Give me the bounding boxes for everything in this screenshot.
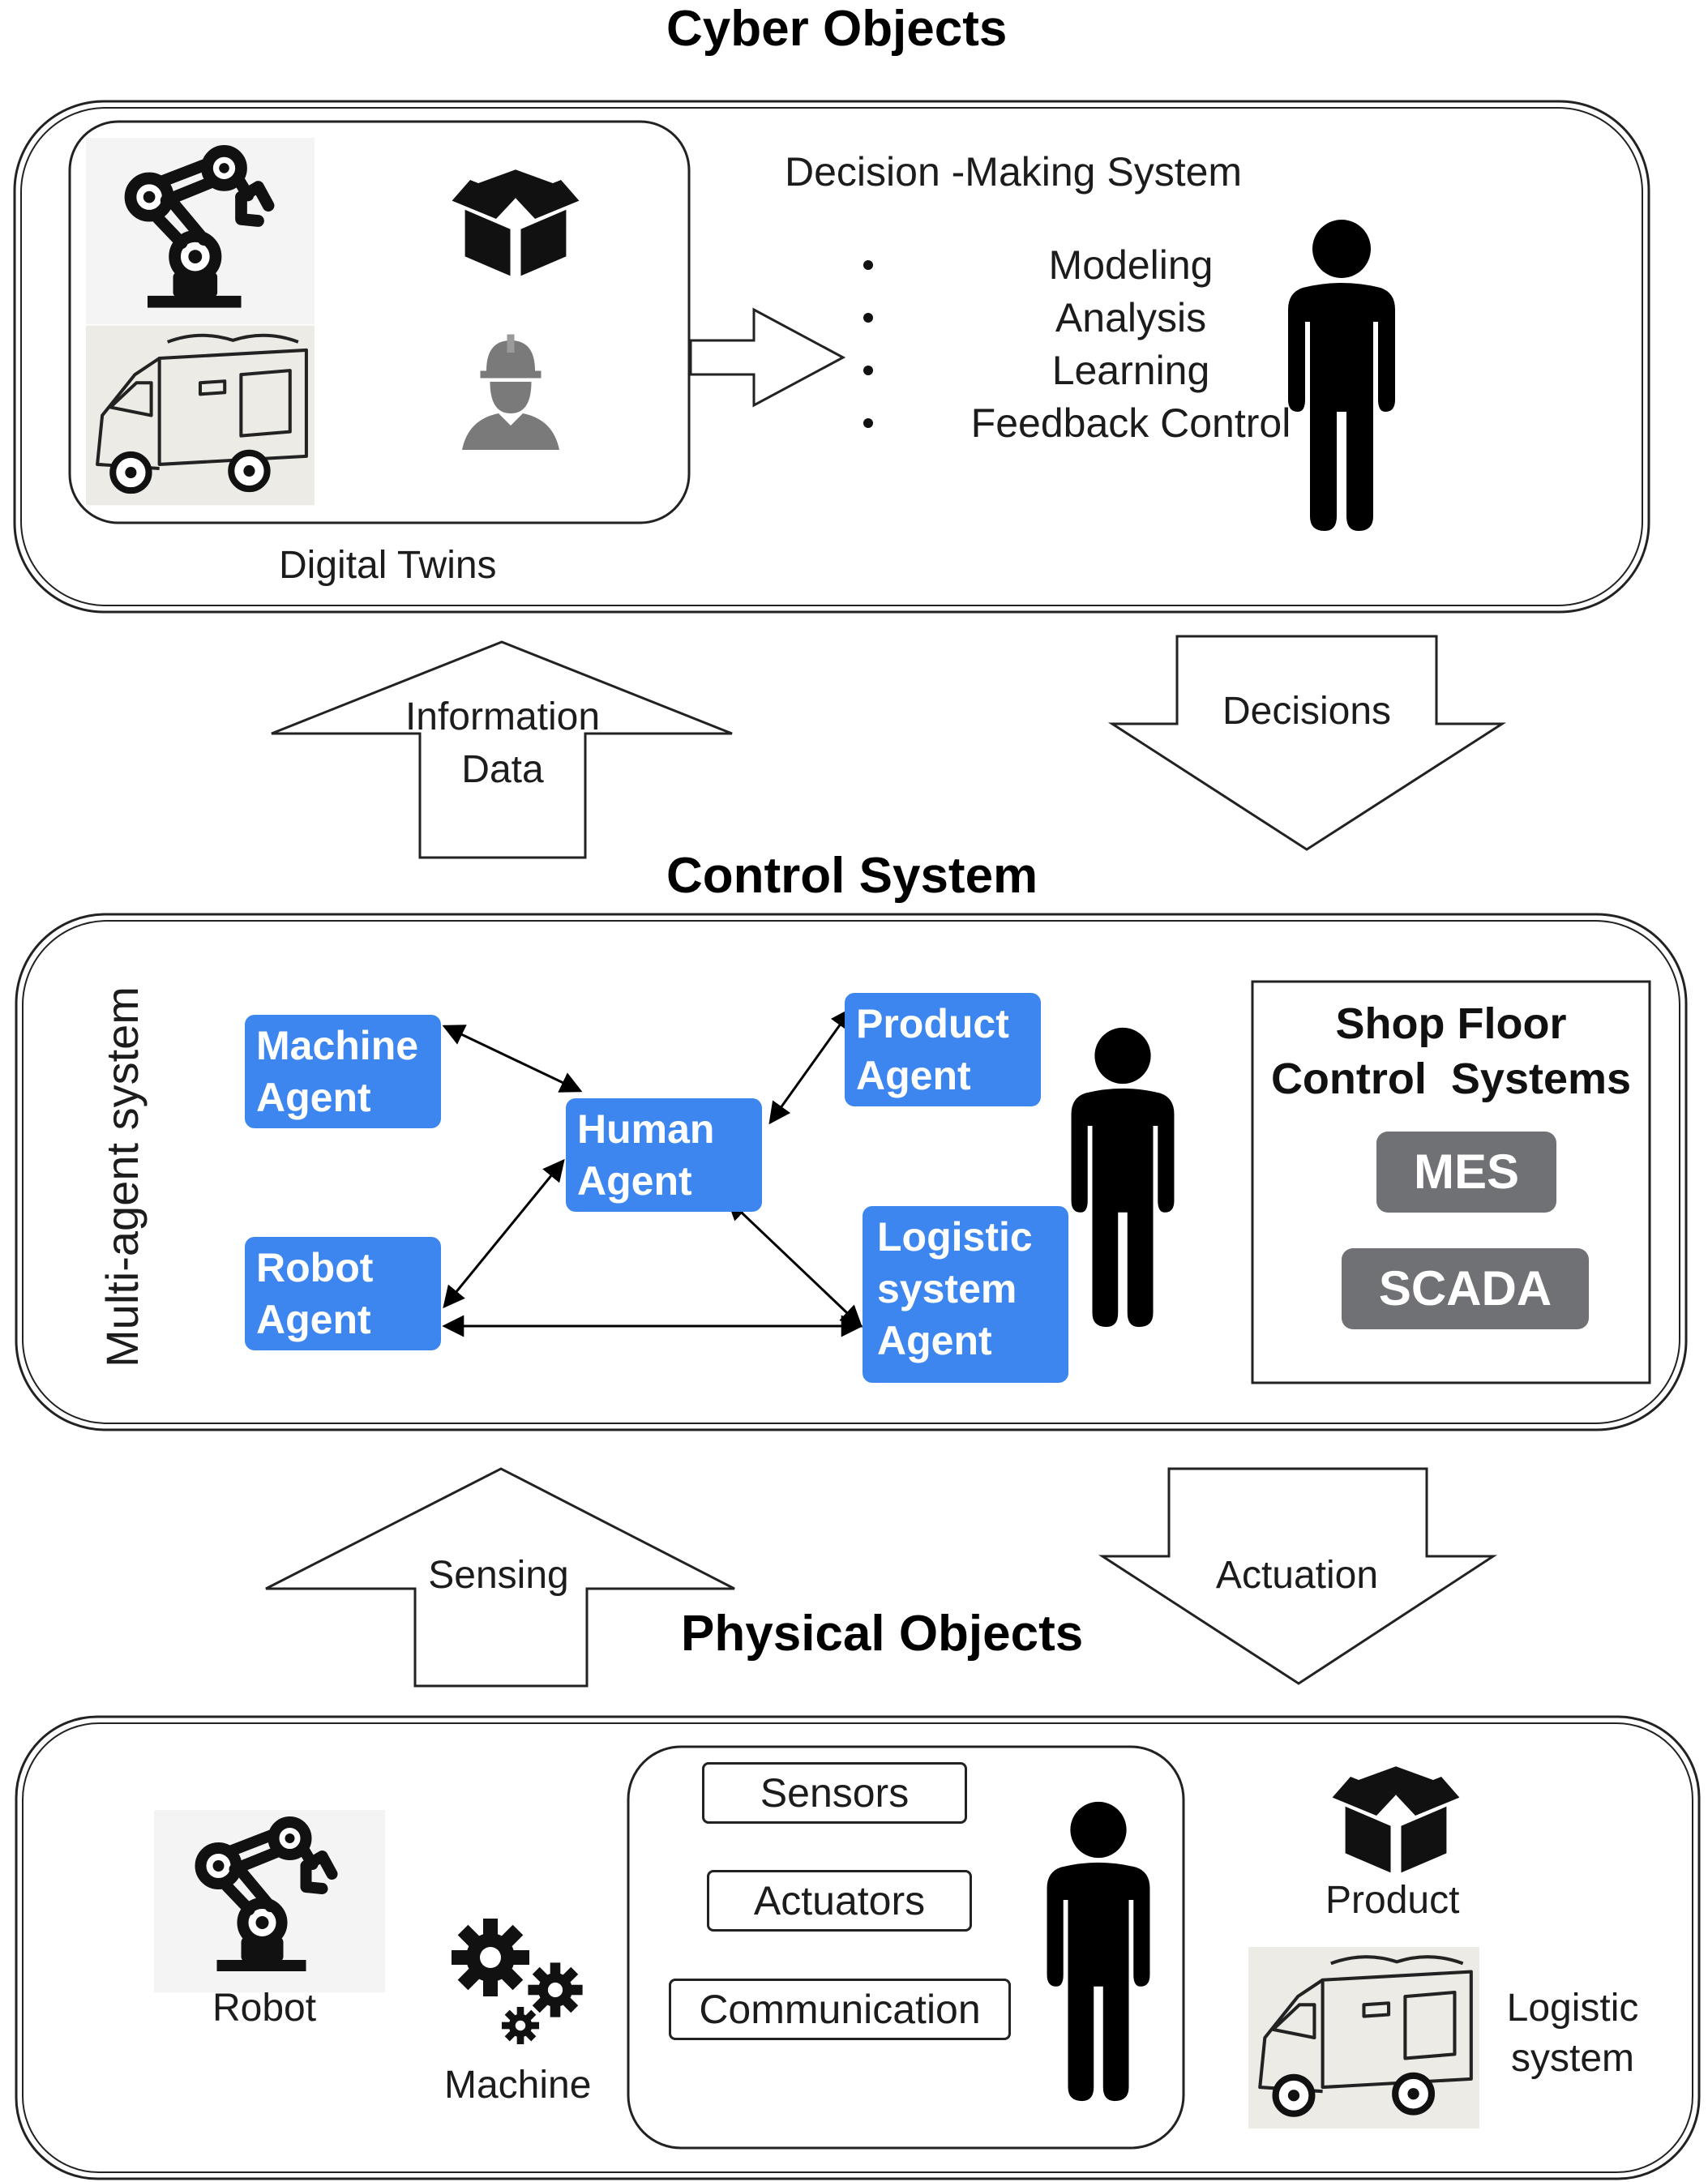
- cyber-title: Cyber Objects: [666, 1, 1008, 57]
- sensing-up-arrow: [265, 1467, 735, 1688]
- robot-human-link: [443, 1158, 565, 1309]
- digital-twins-label: Digital Twins: [279, 544, 497, 587]
- robot-agent-line1: Robot: [256, 1245, 374, 1290]
- product-physical-icon: [1332, 1766, 1460, 1873]
- cyber-container-inner: [20, 107, 1643, 606]
- human-agent: Human Agent: [566, 1098, 762, 1212]
- machine-label: Machine: [444, 2064, 592, 2107]
- scada-box: SCADA: [1342, 1248, 1589, 1329]
- product-label: Product: [1325, 1879, 1460, 1922]
- physical-title: Physical Objects: [681, 1606, 1084, 1662]
- sensors-pill: Sensors: [702, 1762, 967, 1824]
- control-title: Control System: [666, 848, 1038, 904]
- physical-container-outer: [15, 1715, 1701, 2180]
- twin-to-decision-arrow: [689, 307, 846, 408]
- machine-agent-line2: Agent: [256, 1075, 371, 1120]
- truck-icon: [86, 326, 315, 506]
- logistic-agent-line1: Logistic: [877, 1214, 1033, 1260]
- decisions-down-arrow: [1107, 635, 1507, 851]
- logistic-agent-line2: system: [877, 1266, 1017, 1311]
- cyber-container-outer: [13, 100, 1650, 614]
- shop-floor-title-1: Shop Floor: [1335, 999, 1567, 1048]
- communication-pill: Communication: [669, 1979, 1011, 2040]
- robot-agent-line2: Agent: [256, 1297, 371, 1342]
- robot-label: Robot: [212, 1987, 317, 2030]
- information-label: Information: [405, 695, 601, 738]
- sensor-actuator-box: [627, 1745, 1185, 2150]
- sensing-label: Sensing: [428, 1554, 569, 1597]
- decisions-label: Decisions: [1222, 690, 1392, 733]
- gear-large-icon: [452, 1919, 529, 1996]
- shop-floor-title-2: Control Systems: [1270, 1055, 1632, 1103]
- decision-system-title: Decision -Making System: [785, 149, 1243, 195]
- truck-physical-icon: [1248, 1947, 1479, 2129]
- information-up-arrow: [271, 640, 733, 859]
- product-agent: Product Agent: [845, 993, 1041, 1106]
- mes-box: MES: [1376, 1132, 1556, 1213]
- product-agent-line1: Product: [856, 1001, 1009, 1046]
- control-container-outer: [15, 913, 1688, 1431]
- product-agent-line2: Agent: [856, 1053, 971, 1098]
- machine-human-link: [442, 1025, 583, 1093]
- logistic-agent-line3: Agent: [877, 1318, 992, 1363]
- logistic-label-2: system: [1510, 2037, 1634, 2080]
- actuation-down-arrow: [1098, 1467, 1498, 1685]
- human-agent-line2: Agent: [577, 1158, 692, 1204]
- actuators-pill: Actuators: [707, 1870, 972, 1932]
- gear-small-icon: [501, 2006, 540, 2045]
- gear-medium-icon: [528, 1962, 583, 2017]
- logistic-agent: Logistic system Agent: [863, 1206, 1068, 1383]
- control-container-inner: [22, 920, 1680, 1424]
- human-agent-line1: Human: [577, 1106, 715, 1152]
- actuation-label: Actuation: [1215, 1554, 1379, 1597]
- human-product-link: [768, 1007, 853, 1125]
- operator-person-icon: [1071, 1027, 1175, 1328]
- machine-agent: Machine Agent: [245, 1015, 441, 1128]
- machine-agent-line1: Machine: [256, 1023, 419, 1068]
- data-label: Data: [461, 748, 544, 791]
- robot-agent: Robot Agent: [245, 1237, 441, 1350]
- logistic-label-1: Logistic: [1506, 1987, 1639, 2030]
- human-logistic-link: [726, 1198, 863, 1328]
- multi-agent-label: Multi-agent system: [96, 986, 148, 1367]
- physical-container-inner: [22, 1722, 1693, 2173]
